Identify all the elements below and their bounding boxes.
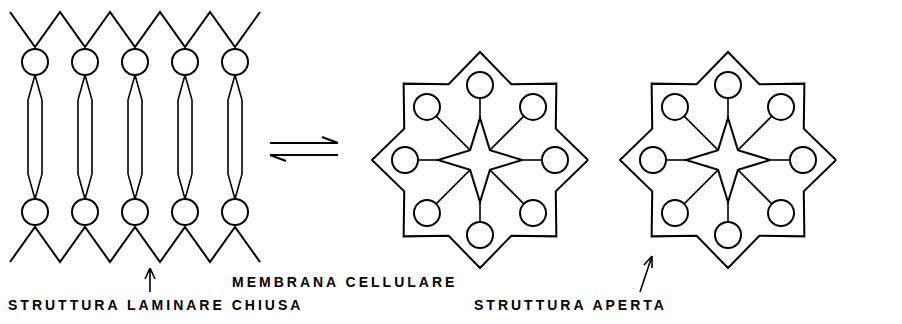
lipid-tail — [770, 159, 790, 161]
lipid-tail — [436, 170, 470, 204]
leader-arrow — [640, 256, 652, 292]
forward-arrow — [270, 137, 338, 143]
polar-head — [662, 200, 688, 226]
lipid-tail — [228, 75, 235, 199]
micelle — [620, 52, 836, 268]
micelle — [372, 52, 588, 268]
reverse-arrow — [270, 155, 338, 161]
lipid-tail — [522, 159, 542, 161]
lipid-tail — [135, 75, 142, 199]
lipid-tail — [128, 75, 135, 199]
lipid-tail — [738, 116, 772, 150]
lipid-tail — [85, 75, 92, 199]
lipid-tail — [35, 75, 42, 199]
lipid-tail — [235, 75, 242, 199]
leader-arrow — [145, 268, 155, 292]
surface-zigzag — [10, 12, 260, 47]
polar-head — [790, 147, 816, 173]
lipid-tail — [185, 75, 192, 199]
polar-head — [768, 94, 794, 120]
polar-head — [392, 147, 418, 173]
polar-head — [222, 49, 248, 75]
polar-head — [640, 147, 666, 173]
polar-head — [122, 199, 148, 225]
surface-zigzag — [10, 227, 260, 262]
figure-label: MEMBRANA CELLULARE — [232, 274, 457, 290]
micelle-outline — [620, 52, 836, 268]
lipid-tail — [490, 116, 524, 150]
lipid-tail — [436, 116, 470, 150]
lipid-tail — [738, 170, 772, 204]
polar-head — [542, 147, 568, 173]
lipid-tail — [178, 75, 185, 199]
polar-head — [467, 72, 493, 98]
polar-head — [222, 199, 248, 225]
polar-head — [72, 199, 98, 225]
polar-head — [414, 94, 440, 120]
lipid-tail — [684, 170, 718, 204]
polar-head — [715, 72, 741, 98]
micelle-outline — [372, 52, 588, 268]
lipid-tail — [78, 75, 85, 199]
lipid-tail — [28, 75, 35, 199]
polar-head — [520, 200, 546, 226]
leader-lines — [145, 256, 652, 292]
lipid-tail — [479, 98, 481, 118]
lipid-tail — [666, 159, 686, 161]
polar-head — [414, 200, 440, 226]
polar-head — [22, 199, 48, 225]
lipid-bilayer — [10, 12, 260, 262]
lipid-tail — [727, 202, 729, 222]
polar-head — [172, 49, 198, 75]
lipid-tail — [490, 170, 524, 204]
lipid-tail — [418, 159, 438, 161]
polar-head — [22, 49, 48, 75]
polar-head — [520, 94, 546, 120]
polar-head — [72, 49, 98, 75]
lipid-tail — [727, 98, 729, 118]
equilibrium-arrows — [270, 137, 338, 161]
polar-head — [715, 222, 741, 248]
figure-label: STRUTTURA LAMINARE CHIUSA — [8, 297, 303, 313]
polar-head — [172, 199, 198, 225]
polar-head — [768, 200, 794, 226]
lipid-tail — [479, 202, 481, 222]
lipid-tail — [684, 116, 718, 150]
polar-head — [122, 49, 148, 75]
polar-head — [467, 222, 493, 248]
polar-head — [662, 94, 688, 120]
figure-label: STRUTTURA APERTA — [474, 297, 667, 313]
